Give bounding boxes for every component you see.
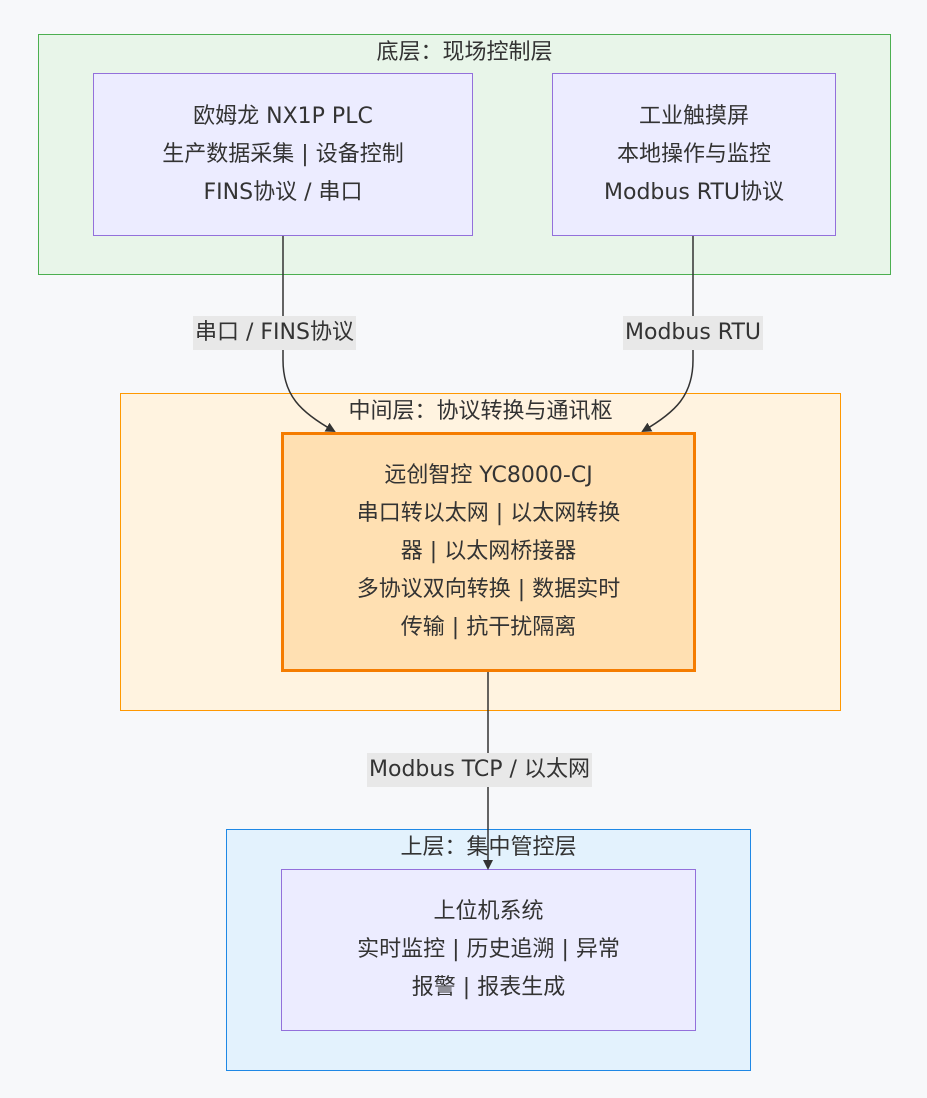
edge-label-hmi-to-gateway: Modbus RTU: [623, 316, 763, 350]
middle-layer-title: 中间层：协议转换与通讯枢: [348, 399, 613, 424]
gateway-node[interactable]: 远创智控 YC8000-CJ 串口转以太网 | 以太网转换 器 | 以太网桥接器…: [281, 432, 696, 672]
scada-node-line2: 实时监控 | 历史追溯 | 异常: [357, 937, 620, 962]
plc-node-line1: 欧姆龙 NX1P PLC: [193, 103, 373, 129]
hmi-node-line3: Modbus RTU协议: [604, 179, 784, 205]
edge-label-gateway-to-scada: Modbus TCP / 以太网: [367, 753, 592, 787]
plc-node[interactable]: 欧姆龙 NX1P PLC 生产数据采集 | 设备控制 FINS协议 / 串口: [93, 73, 473, 236]
plc-node-line2: 生产数据采集 | 设备控制: [162, 141, 404, 167]
gateway-node-line2: 串口转以太网 | 以太网转换: [356, 501, 621, 526]
scada-node-line3: 报警 | 报表生成: [411, 975, 566, 1000]
edge-plc-to-gateway: [282, 236, 336, 432]
gateway-node-line5: 传输 | 抗干扰隔离: [400, 615, 577, 640]
plc-node-line3: FINS协议 / 串口: [203, 179, 363, 205]
scada-node-line1: 上位机系统: [433, 899, 544, 924]
gateway-node-line1: 远创智控 YC8000-CJ: [384, 463, 593, 488]
scada-node[interactable]: 上位机系统 实时监控 | 历史追溯 | 异常 报警 | 报表生成: [281, 869, 696, 1031]
bottom-layer-title: 底层：现场控制层: [376, 40, 553, 65]
edge-label-plc-to-gateway: 串口 / FINS协议: [193, 316, 356, 350]
hmi-node-line1: 工业触摸屏: [638, 103, 749, 129]
edge-hmi-to-gateway: [641, 236, 694, 432]
gateway-node-line3: 器 | 以太网桥接器: [400, 539, 577, 564]
hmi-node[interactable]: 工业触摸屏 本地操作与监控 Modbus RTU协议: [552, 73, 836, 236]
hmi-node-line2: 本地操作与监控: [616, 141, 771, 167]
gateway-node-line4: 多协议双向转换 | 数据实时: [356, 577, 621, 602]
